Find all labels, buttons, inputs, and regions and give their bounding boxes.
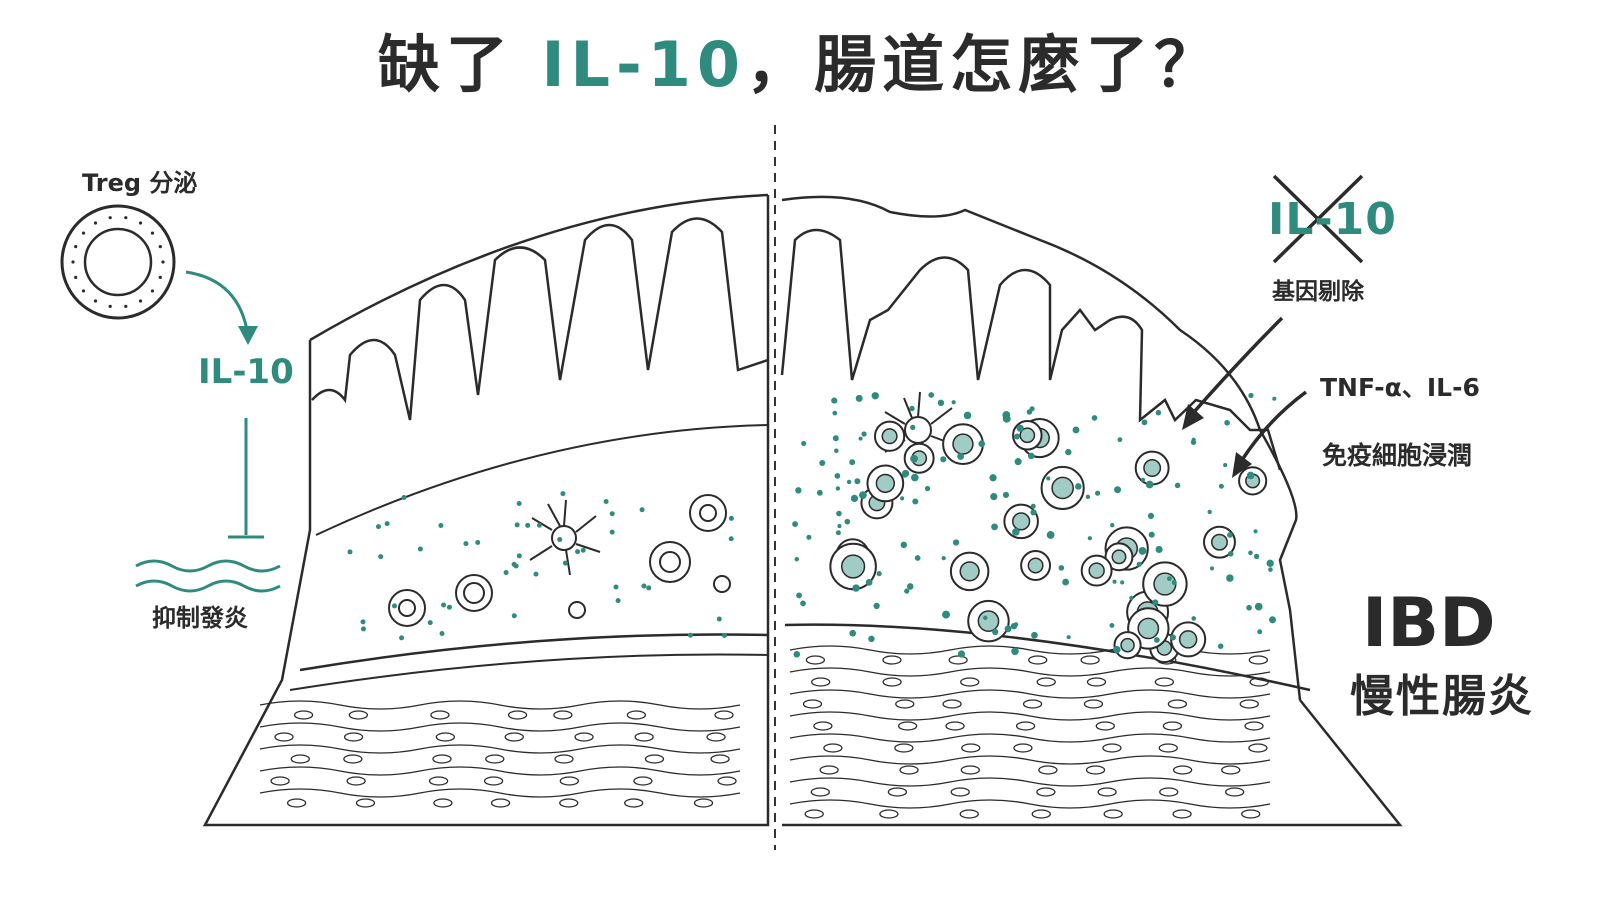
cytokine-arrow-icon	[1232, 390, 1308, 478]
healthy-immune-cells	[388, 494, 731, 627]
knockout-arrow-icon	[1182, 316, 1284, 430]
healthy-tissue	[202, 193, 770, 827]
disease-name: 慢性腸炎	[1350, 671, 1534, 722]
healthy-cytokine-dots	[347, 491, 734, 641]
inhibit-bar-icon	[228, 418, 264, 539]
title-accent: IL-10	[541, 28, 747, 101]
inflamed-tissue	[780, 195, 1403, 827]
inflamed-muscle-layer	[789, 645, 1271, 819]
inflammation-waves-icon	[135, 559, 281, 593]
knockout-cross-icon	[1272, 174, 1364, 264]
suppress-inflammation-label: 抑制發炎	[152, 604, 248, 632]
immune-infiltration-label: 免疫細胞浸潤	[1322, 441, 1473, 470]
healthy-muscle-layer	[259, 700, 741, 808]
healthy-dendritic-cell-icon	[529, 499, 601, 576]
healthy-villi	[311, 217, 769, 421]
treg-cell-icon	[60, 204, 176, 320]
inflammatory-cytokines-label: TNF-α、IL-6	[1320, 373, 1480, 402]
page-title: 缺了 IL-10，腸道怎麼了？	[0, 14, 1600, 104]
inflamed-cytokine-dots	[792, 392, 1277, 658]
treg-secretion-label: Treg 分泌	[82, 169, 198, 197]
secretion-arrowhead-icon	[238, 326, 258, 345]
secretion-arrow-icon	[185, 270, 250, 337]
inflamed-immune-cells	[829, 418, 1268, 664]
disease-abbreviation: IBD	[1362, 584, 1496, 663]
il10-cytokine-label: IL-10	[198, 352, 294, 392]
knockout-target-label: IL-10	[1268, 194, 1397, 245]
title-suffix: ，腸道怎麼了？	[746, 28, 1223, 101]
gene-knockout-label: 基因剔除	[1272, 279, 1364, 305]
title-prefix: 缺了	[377, 28, 542, 101]
inflamed-villi	[780, 228, 1282, 471]
